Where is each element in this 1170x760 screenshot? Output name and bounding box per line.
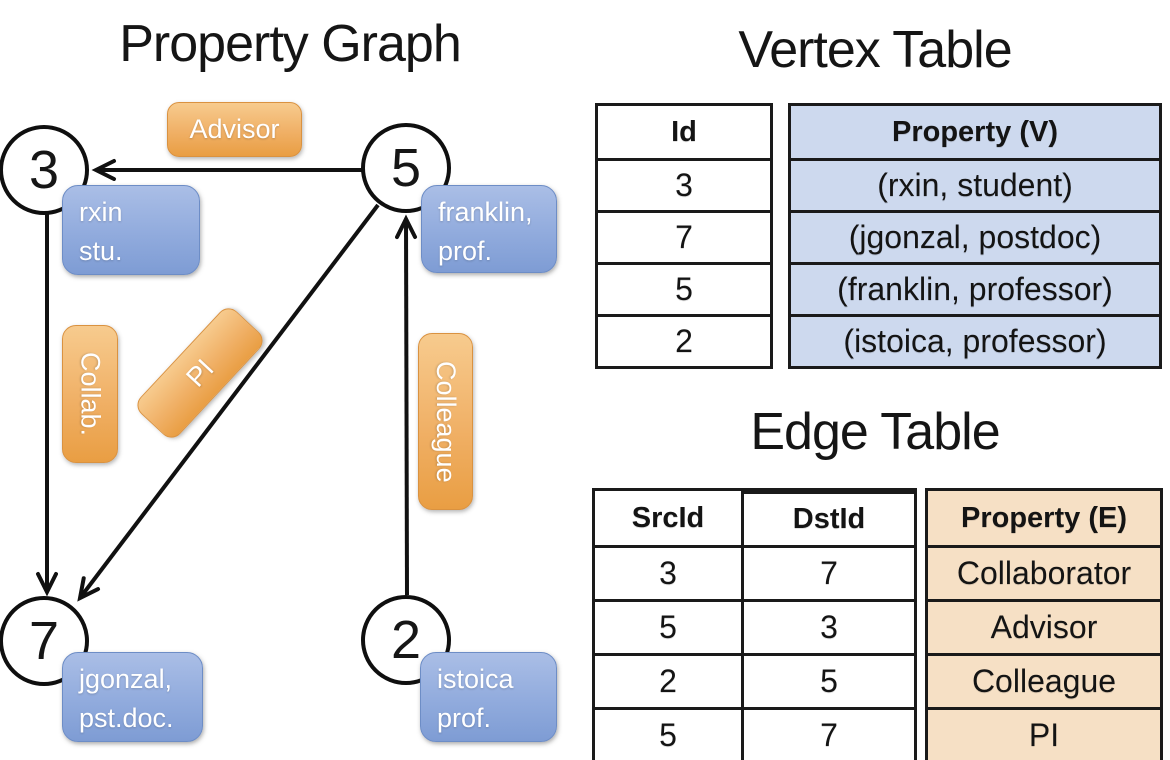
vertex-label-franklin: franklin, prof. bbox=[421, 185, 557, 273]
edge-row-property: Advisor bbox=[928, 599, 1160, 653]
edge-row-dstid: 7 bbox=[741, 707, 914, 760]
edge-row-dstid: 3 bbox=[741, 599, 914, 653]
graph-edges-layer bbox=[36, 159, 418, 602]
column-header-property-e: Property (E) bbox=[961, 501, 1127, 534]
edge-label-advisor: Advisor bbox=[167, 102, 302, 157]
edge-row-property: Collaborator bbox=[928, 545, 1160, 599]
edge-colleague-arrow-2-to-5 bbox=[395, 214, 418, 596]
edge-row-dstid: 5 bbox=[741, 653, 914, 707]
vertex-label-jgonzal: jgonzal, pst.doc. bbox=[62, 652, 203, 742]
node-id-label: 5 bbox=[390, 138, 422, 198]
vertex-table-property-column: Property (V) (rxin, student) (jgonzal, p… bbox=[788, 103, 1162, 369]
edge-table-id-columns: SrcId DstId 3 7 5 3 2 5 5 7 bbox=[592, 488, 917, 760]
vertex-label-rxin: rxin stu. bbox=[62, 185, 200, 275]
vertex-label-istoica: istoica prof. bbox=[420, 652, 557, 742]
edge-label-colleague: Colleague bbox=[418, 333, 473, 510]
vertex-row-id: 2 bbox=[598, 314, 770, 366]
edge-label-text: PI bbox=[179, 353, 220, 393]
column-header-srcid: SrcId bbox=[631, 501, 705, 534]
vertex-row-property: (jgonzal, postdoc) bbox=[791, 210, 1159, 262]
edge-label-collab: Collab. bbox=[62, 325, 118, 463]
vertex-label-line: rxin bbox=[79, 197, 123, 227]
edge-label-text: Colleague bbox=[431, 360, 461, 483]
edge-label-text: Advisor bbox=[189, 114, 280, 144]
edge-table: SrcId DstId 3 7 5 3 2 5 5 7 Property (E)… bbox=[592, 488, 1163, 760]
edge-row-srcid: 2 bbox=[595, 653, 741, 707]
edge-row-property: PI bbox=[928, 707, 1160, 760]
vertex-label-line: jgonzal, bbox=[79, 664, 173, 694]
vertex-label-line: prof. bbox=[437, 703, 492, 734]
node-id-label: 2 bbox=[390, 610, 422, 670]
node-id-label: 7 bbox=[28, 611, 60, 671]
edge-table-title: Edge Table bbox=[750, 403, 1000, 461]
property-graph-title: Property Graph bbox=[119, 15, 462, 73]
edge-table-property-column: Property (E) Collaborator Advisor Collea… bbox=[925, 488, 1163, 760]
vertex-table: Id 3 7 5 2 Property (V) (rxin, student) … bbox=[595, 103, 1162, 369]
graph-node-2: 2 bbox=[361, 595, 451, 685]
vertex-table-id-column: Id 3 7 5 2 bbox=[595, 103, 773, 369]
vertex-row-property: (istoica, professor) bbox=[791, 314, 1159, 366]
vertex-row-id: 3 bbox=[598, 158, 770, 210]
vertex-label-line: pst.doc. bbox=[79, 703, 174, 734]
vertex-row-property: (rxin, student) bbox=[791, 158, 1159, 210]
edge-row-srcid: 5 bbox=[595, 599, 741, 653]
vertex-row-id: 5 bbox=[598, 262, 770, 314]
edge-label-text: Collab. bbox=[75, 351, 106, 437]
node-id-label: 3 bbox=[28, 140, 60, 200]
vertex-label-line: prof. bbox=[438, 236, 493, 267]
edge-row-srcid: 5 bbox=[595, 707, 741, 760]
edge-row-srcid: 3 bbox=[595, 545, 741, 599]
edge-pi-arrow-5-to-7 bbox=[77, 203, 380, 602]
column-header-dstid: DstId bbox=[741, 491, 914, 545]
column-header-id: Id bbox=[671, 115, 697, 148]
vertex-label-line: franklin, bbox=[438, 197, 533, 227]
vertex-row-id: 7 bbox=[598, 210, 770, 262]
graph-node-5: 5 bbox=[361, 123, 451, 213]
edge-row-dstid: 7 bbox=[741, 545, 914, 599]
vertex-row-property: (franklin, professor) bbox=[791, 262, 1159, 314]
vertex-label-line: istoica bbox=[437, 664, 514, 694]
vertex-label-line: stu. bbox=[79, 236, 123, 267]
vertex-table-title: Vertex Table bbox=[738, 21, 1012, 79]
edge-row-property: Colleague bbox=[928, 653, 1160, 707]
column-header-property-v: Property (V) bbox=[892, 115, 1058, 148]
